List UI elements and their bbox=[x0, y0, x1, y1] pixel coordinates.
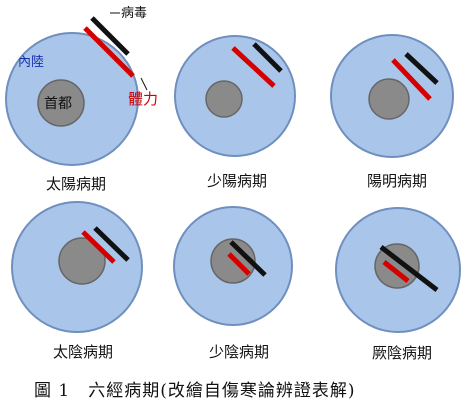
panel-taiyin: 太陰病期 bbox=[11, 201, 143, 361]
strength-label: 體力 bbox=[128, 90, 158, 108]
core-circle bbox=[205, 80, 243, 118]
panel-title: 少陽病期 bbox=[207, 172, 267, 190]
strength-leader-line bbox=[140, 77, 148, 91]
interior-label: 內陸 bbox=[18, 54, 44, 70]
strength-bar bbox=[81, 230, 116, 264]
pathogen-label: 病毒 bbox=[121, 6, 147, 21]
core-circle bbox=[37, 79, 85, 127]
panel-title: 厥陰病期 bbox=[372, 344, 432, 362]
strength-bar bbox=[382, 260, 410, 283]
panel-title: 少陰病期 bbox=[209, 343, 269, 361]
strength-bar bbox=[391, 58, 432, 101]
strength-bar bbox=[231, 46, 276, 88]
panel-shaoyang: 少陽病期 bbox=[174, 35, 296, 190]
pathogen-bar bbox=[90, 16, 130, 56]
core-circle bbox=[374, 243, 420, 289]
pathogen-bar bbox=[229, 240, 267, 277]
panel-jueyin: 厥陰病期 bbox=[335, 207, 461, 362]
pathogen-bar bbox=[93, 226, 130, 262]
core-circle bbox=[58, 237, 106, 285]
core-circle bbox=[368, 78, 410, 120]
figure-caption: 圖 1 六經病期(改繪自傷寒論辨證表解) bbox=[34, 381, 356, 401]
panel-taiyang: 病毒 體力 內陸 首都 太陽病期 bbox=[5, 6, 158, 193]
pathogen-bar bbox=[379, 245, 439, 292]
pathogen-bar bbox=[404, 52, 439, 85]
pathogen-bar bbox=[252, 42, 283, 73]
panel-title: 太陽病期 bbox=[46, 175, 106, 193]
panel-yangming: 陽明病期 bbox=[330, 34, 454, 190]
strength-bar bbox=[83, 26, 135, 78]
panel-shaoyin: 少陰病期 bbox=[173, 206, 293, 361]
strength-bar bbox=[227, 252, 251, 276]
panel-title: 太陰病期 bbox=[53, 343, 113, 361]
capital-label: 首都 bbox=[44, 96, 72, 112]
panel-title: 陽明病期 bbox=[367, 172, 427, 190]
